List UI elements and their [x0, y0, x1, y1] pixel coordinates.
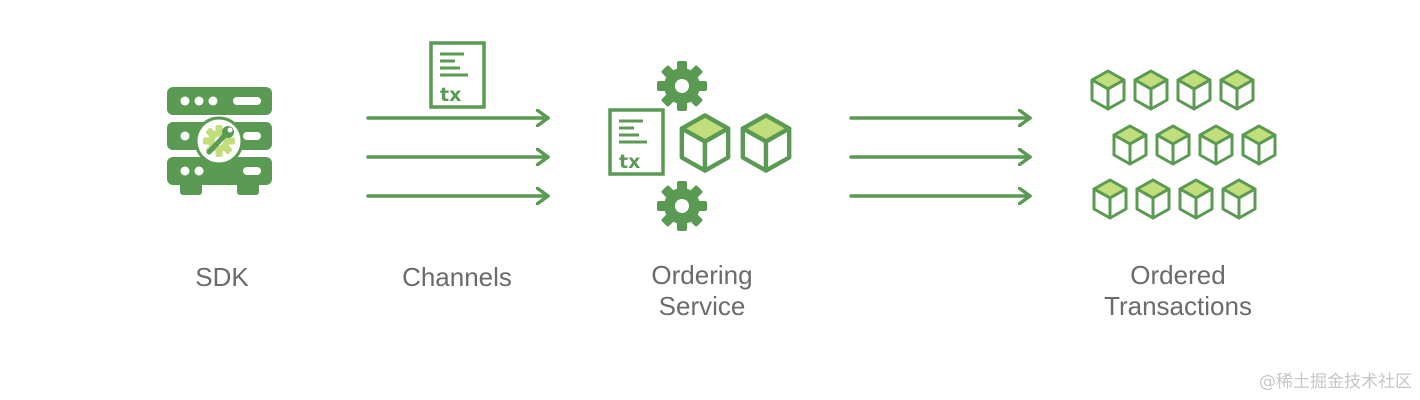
- channel-tx-document-icon: tx: [429, 41, 486, 109]
- ordering-tx-document-icon: tx: [608, 108, 665, 176]
- ordered-transactions-label-line-2: Transactions: [1104, 291, 1252, 321]
- ordering-service-group: tx: [608, 61, 789, 231]
- svg-text:tx: tx: [619, 151, 640, 173]
- block-cube-icon-2: [743, 115, 789, 170]
- block-cube-icon: [1178, 178, 1214, 220]
- block-cube-icon: [1176, 69, 1212, 111]
- ordering-service-label-line-1: Ordering: [651, 260, 753, 290]
- svg-text:tx: tx: [440, 84, 461, 106]
- block-cube-icon: [1133, 69, 1169, 111]
- watermark: @稀土掘金技术社区: [1259, 372, 1412, 392]
- block-cube-icon: [1112, 124, 1148, 166]
- block-cube-icon: [1198, 124, 1234, 166]
- ordered-transactions-label-line-1: Ordered: [1130, 260, 1226, 290]
- ordering-service-label: Ordering Service: [617, 260, 787, 322]
- ordered-transactions-label: Ordered Transactions: [1088, 260, 1268, 322]
- sdk-server-icon: [167, 87, 272, 195]
- wrench-icon: [206, 126, 234, 155]
- block-cube-icon: [1241, 124, 1277, 166]
- gear-icon-top: [657, 61, 707, 111]
- block-cube-icon-1: [682, 115, 728, 170]
- ordered-blocks-group: [1090, 69, 1277, 220]
- block-cube-icon: [1092, 178, 1128, 220]
- ordering-service-label-line-2: Service: [658, 291, 746, 321]
- block-cube-icon: [1155, 124, 1191, 166]
- block-cube-icon: [1221, 178, 1257, 220]
- ordered-arrows: [849, 118, 1032, 196]
- gear-icon-bottom: [657, 181, 707, 231]
- sdk-label: SDK: [195, 262, 249, 292]
- channels-label: Channels: [402, 262, 512, 292]
- channel-arrows: [366, 118, 550, 196]
- block-cube-icon: [1219, 69, 1255, 111]
- block-cube-icon: [1135, 178, 1171, 220]
- block-cube-icon: [1090, 69, 1126, 111]
